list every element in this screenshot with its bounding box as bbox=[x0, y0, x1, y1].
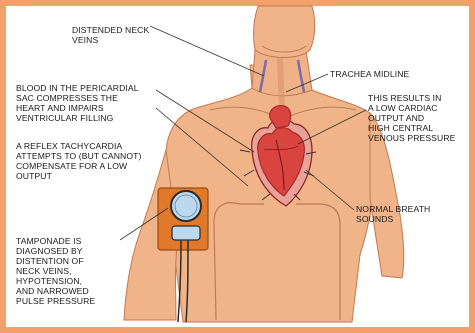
label-low-cardiac-output: THIS RESULTS IN A LOW CARDIAC OUTPUT AND… bbox=[368, 93, 455, 143]
label-tamponade-diagnosis: TAMPONADE IS DIAGNOSED BY DISTENTION OF … bbox=[16, 236, 95, 306]
label-trachea-midline: TRACHEA MIDLINE bbox=[330, 69, 409, 79]
label-blood-in-pericardial-sac: BLOOD IN THE PERICARDIAL SAC COMPRESSES … bbox=[16, 83, 139, 123]
cuff-bulb-housing bbox=[172, 226, 200, 240]
label-normal-breath-sounds: NORMAL BREATH SOUNDS bbox=[356, 204, 430, 224]
leader-neck-veins bbox=[150, 26, 264, 76]
head bbox=[254, 6, 315, 58]
trachea bbox=[280, 60, 282, 108]
gauge-dial bbox=[171, 191, 201, 221]
label-reflex-tachycardia: A REFLEX TACHYCARDIA ATTEMPTS TO (BUT CA… bbox=[16, 141, 141, 181]
label-distended-neck-veins: DISTENDED NECK VEINS bbox=[72, 25, 149, 45]
